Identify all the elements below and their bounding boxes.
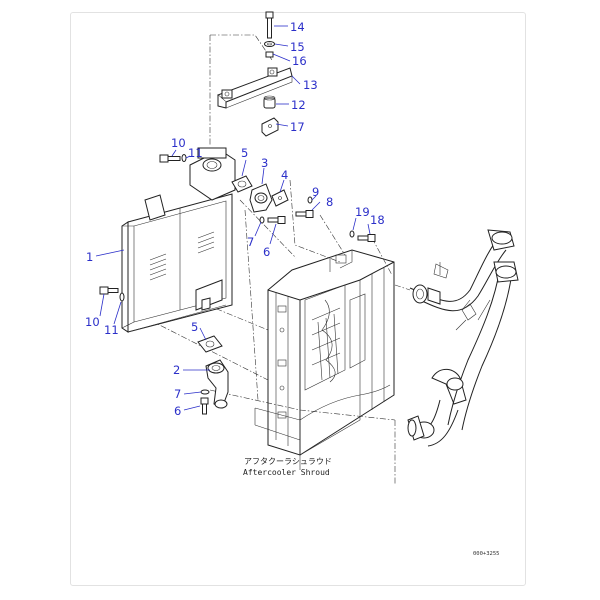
callout-9: 9 <box>312 185 319 199</box>
elbow-2 <box>205 359 229 409</box>
callout-1: 1 <box>86 250 93 264</box>
bolt-6-lower <box>200 397 209 415</box>
washer-11-upper <box>181 154 187 162</box>
callout-5-lower: 5 <box>191 320 198 334</box>
bracket-13 <box>217 67 293 109</box>
callout-7-lower: 7 <box>174 387 181 401</box>
aftercooler-core-1 <box>121 147 236 333</box>
bolt-18 <box>357 234 376 242</box>
callout-16: 16 <box>292 54 307 68</box>
figure-code: 000+3255 <box>473 551 500 557</box>
callout-10-upper: 10 <box>171 136 186 150</box>
callouts: 14 15 16 13 12 17 10 11 5 3 4 9 8 19 18 … <box>85 20 385 418</box>
callout-2: 2 <box>173 363 180 377</box>
callout-4: 4 <box>281 168 288 182</box>
bolt-7-upper <box>259 216 265 224</box>
elbow-3 <box>249 183 273 213</box>
callout-18: 18 <box>370 213 385 227</box>
callout-13: 13 <box>303 78 318 92</box>
callout-19: 19 <box>355 205 370 219</box>
callout-6-upper: 6 <box>263 245 270 259</box>
leader-lines <box>95 25 371 411</box>
aftercooler-shroud <box>254 249 395 470</box>
plate-4 <box>271 189 289 207</box>
washer-7-lower <box>200 389 210 395</box>
caption-english: Aftercooler Shroud <box>243 468 330 477</box>
bolt-10-lower <box>99 286 119 295</box>
callout-11-upper: 11 <box>188 146 203 160</box>
callout-14: 14 <box>290 20 305 34</box>
top-bolt-stack <box>264 11 275 58</box>
callout-3: 3 <box>261 156 268 170</box>
bolt-6-upper <box>267 216 286 224</box>
washer-19 <box>349 230 355 238</box>
washer-11-lower <box>119 292 125 302</box>
callout-5-upper: 5 <box>241 146 248 160</box>
gasket-5-lower <box>197 335 223 353</box>
plate-17 <box>261 117 279 137</box>
bolt-8 <box>295 210 314 218</box>
callout-10-lower: 10 <box>85 315 100 329</box>
bolt-10-upper <box>159 154 181 163</box>
callout-8: 8 <box>326 195 333 209</box>
callout-11-lower: 11 <box>104 323 119 337</box>
callout-7-upper: 7 <box>247 235 254 249</box>
air-duct-assembly <box>407 229 519 447</box>
gasket-5-upper <box>231 175 253 193</box>
caption-japanese: アフタクーラシュラウド <box>244 457 332 466</box>
callout-12: 12 <box>291 98 306 112</box>
callout-17: 17 <box>290 120 305 134</box>
rubber-mount-12 <box>263 95 276 109</box>
callout-15: 15 <box>290 40 305 54</box>
callout-6-lower: 6 <box>174 404 181 418</box>
